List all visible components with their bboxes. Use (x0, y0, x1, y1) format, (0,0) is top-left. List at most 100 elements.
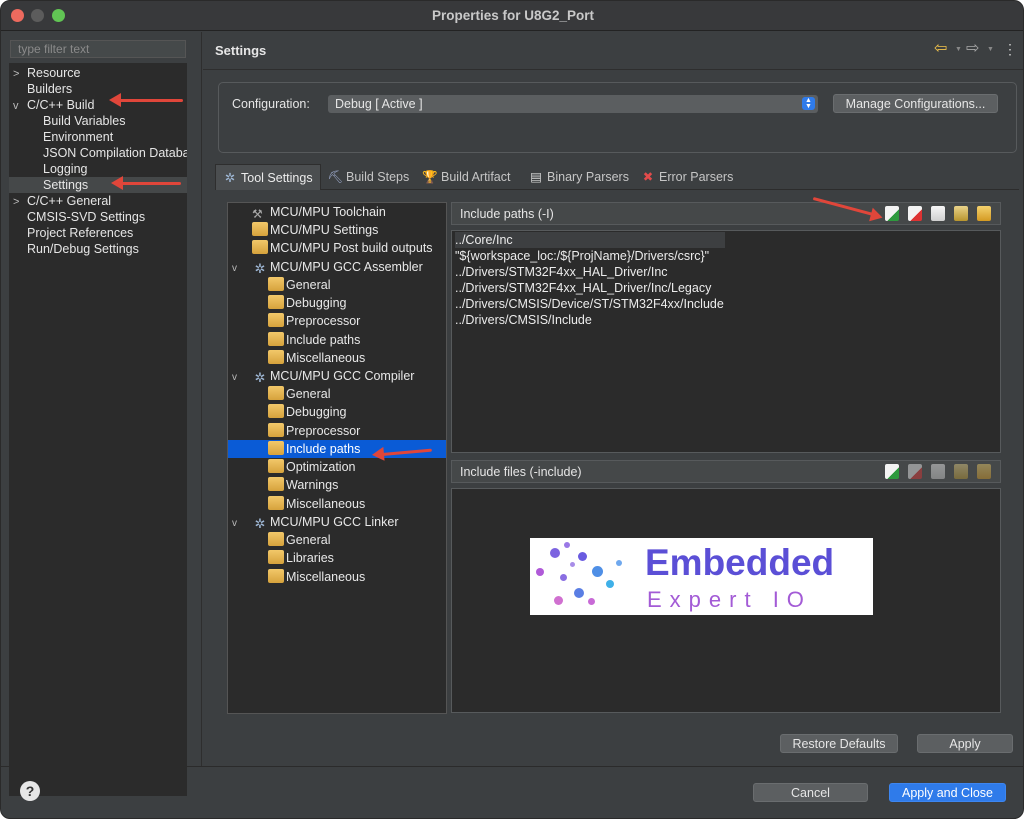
tree-node-assembler-include-paths[interactable]: Include paths (268, 331, 360, 349)
tree-node-linker-libraries[interactable]: Libraries (268, 549, 334, 567)
add-path-icon[interactable] (885, 206, 899, 221)
move-up-icon[interactable] (954, 206, 968, 221)
tree-node-gcc-linker[interactable]: v✲MCU/MPU GCC Linker (232, 515, 399, 531)
folder-gear-icon (268, 441, 284, 455)
nav-item-logging[interactable]: Logging (43, 162, 88, 176)
tree-node-linker-miscellaneous[interactable]: Miscellaneous (268, 568, 365, 586)
tab-error-parsers[interactable]: ✖Error Parsers (640, 164, 734, 190)
tree-node-compiler-miscellaneous[interactable]: Miscellaneous (268, 495, 365, 513)
tree-node-compiler-general[interactable]: General (268, 385, 330, 403)
select-chevrons-icon[interactable]: ▲▼ (802, 97, 815, 110)
chevron-down-icon[interactable]: v (232, 372, 237, 383)
help-icon[interactable]: ? (20, 781, 40, 801)
forward-dropdown-icon[interactable]: ▼ (987, 46, 994, 53)
nav-item-run-debug-settings[interactable]: Run/Debug Settings (27, 242, 139, 256)
delete-file-icon[interactable] (908, 464, 922, 479)
nav-item-builders[interactable]: Builders (27, 82, 73, 96)
tree-node-gcc-assembler[interactable]: v✲MCU/MPU GCC Assembler (232, 260, 423, 276)
chevron-right-icon[interactable]: > (13, 196, 20, 208)
tree-node-compiler-optimization[interactable]: Optimization (268, 458, 355, 476)
tab-build-artifact[interactable]: 🏆Build Artifact (422, 164, 510, 190)
tree-node-compiler-debugging[interactable]: Debugging (268, 403, 346, 421)
include-files-header: Include files (-include) (451, 460, 1001, 483)
move-up-icon[interactable] (954, 464, 968, 479)
configuration-select[interactable]: Debug [ Active ] ▲▼ (328, 95, 818, 113)
include-paths-list: ../Core/Inc "${workspace_loc:/${ProjName… (451, 230, 1001, 453)
gear-icon: ✲ (254, 516, 266, 531)
include-paths-header: Include paths (-I) (451, 202, 1001, 225)
title-bar: Properties for U8G2_Port (1, 1, 1023, 31)
tree-node-linker-general[interactable]: General (268, 531, 330, 549)
folder-gear-icon (268, 350, 284, 364)
folder-gear-icon (268, 477, 284, 491)
maximize-window-button[interactable] (52, 9, 65, 22)
include-path-item[interactable]: ../Drivers/CMSIS/Include (455, 313, 592, 327)
chevron-down-icon[interactable]: v (232, 263, 237, 274)
configuration-label: Configuration: (232, 97, 310, 111)
filter-input[interactable]: type filter text (10, 40, 186, 58)
include-paths-toolbar (885, 206, 1000, 224)
tree-node-assembler-general[interactable]: General (268, 276, 330, 294)
gear-icon: ✲ (254, 370, 266, 385)
nav-item-cmsis-svd-settings[interactable]: CMSIS-SVD Settings (27, 210, 146, 224)
tree-node-assembler-preprocessor[interactable]: Preprocessor (268, 312, 360, 330)
apply-button[interactable]: Apply (917, 734, 1013, 753)
tree-node-assembler-debugging[interactable]: Debugging (268, 294, 346, 312)
tree-node-mcu-settings[interactable]: MCU/MPU Settings (252, 221, 378, 239)
tree-node-post-build-outputs[interactable]: MCU/MPU Post build outputs (252, 239, 433, 257)
nav-item-resource[interactable]: >Resource (13, 66, 81, 80)
gear-icon: ✲ (254, 261, 266, 276)
folder-gear-icon (268, 496, 284, 510)
include-path-item[interactable]: "${workspace_loc:/${ProjName}/Drivers/cs… (455, 249, 710, 263)
tab-binary-parsers[interactable]: ▤Binary Parsers (528, 164, 629, 190)
include-path-item[interactable]: ../Drivers/CMSIS/Device/ST/STM32F4xx/Inc… (455, 297, 724, 311)
annotation-arrow (119, 99, 183, 102)
move-down-icon[interactable] (977, 464, 991, 479)
back-dropdown-icon[interactable]: ▼ (955, 46, 962, 53)
minimize-window-button[interactable] (31, 9, 44, 22)
nav-item-project-references[interactable]: Project References (27, 226, 134, 240)
nav-item-cpp-general[interactable]: >C/C++ General (13, 194, 112, 208)
manage-configurations-button[interactable]: Manage Configurations... (833, 94, 998, 113)
page-title: Settings (215, 43, 267, 58)
binary-file-icon: ▤ (530, 170, 542, 184)
cancel-button[interactable]: Cancel (753, 783, 868, 802)
tree-node-toolchain[interactable]: ⚒MCU/MPU Toolchain (252, 205, 386, 221)
delete-path-icon[interactable] (908, 206, 922, 221)
folder-gear-icon (268, 404, 284, 418)
tab-build-steps[interactable]: ⛏Build Steps (327, 164, 409, 190)
tree-node-compiler-include-paths[interactable]: Include paths (228, 440, 446, 458)
tree-node-gcc-compiler[interactable]: v✲MCU/MPU GCC Compiler (232, 369, 415, 385)
close-window-button[interactable] (11, 9, 24, 22)
nav-item-environment[interactable]: Environment (43, 130, 114, 144)
add-file-icon[interactable] (885, 464, 899, 479)
chevron-right-icon[interactable]: > (13, 68, 20, 80)
apply-and-close-button[interactable]: Apply and Close (889, 783, 1006, 802)
chevron-down-icon[interactable]: v (13, 100, 19, 112)
tree-node-compiler-preprocessor[interactable]: Preprocessor (268, 422, 360, 440)
back-arrow-icon[interactable]: ⇦ (934, 40, 948, 57)
restore-defaults-button[interactable]: Restore Defaults (780, 734, 898, 753)
tree-node-assembler-miscellaneous[interactable]: Miscellaneous (268, 349, 365, 367)
include-path-item[interactable]: ../Core/Inc (455, 232, 725, 248)
chevron-down-icon[interactable]: v (232, 518, 237, 529)
tab-tool-settings[interactable]: ✲Tool Settings (215, 164, 321, 190)
edit-file-icon[interactable] (931, 464, 945, 479)
nav-item-settings[interactable]: Settings (9, 177, 187, 193)
tree-node-compiler-warnings[interactable]: Warnings (268, 476, 338, 494)
nav-item-build-variables[interactable]: Build Variables (43, 114, 126, 128)
logo-wordmark: Embedded (645, 542, 835, 583)
folder-gear-icon (268, 386, 284, 400)
annotation-arrow (121, 182, 181, 185)
edit-path-icon[interactable] (931, 206, 945, 221)
folder-gear-icon (268, 532, 284, 546)
include-path-item[interactable]: ../Drivers/STM32F4xx_HAL_Driver/Inc/Lega… (455, 281, 712, 295)
more-options-icon[interactable]: ⋮ (1003, 41, 1017, 57)
include-path-item[interactable]: ../Drivers/STM32F4xx_HAL_Driver/Inc (455, 265, 668, 279)
nav-item-json-compilation-database[interactable]: JSON Compilation Databa (43, 146, 187, 160)
tool-settings-tree: ⚒MCU/MPU Toolchain MCU/MPU Settings MCU/… (227, 202, 447, 714)
move-down-icon[interactable] (977, 206, 991, 221)
forward-arrow-icon[interactable]: ⇨ (966, 40, 980, 57)
